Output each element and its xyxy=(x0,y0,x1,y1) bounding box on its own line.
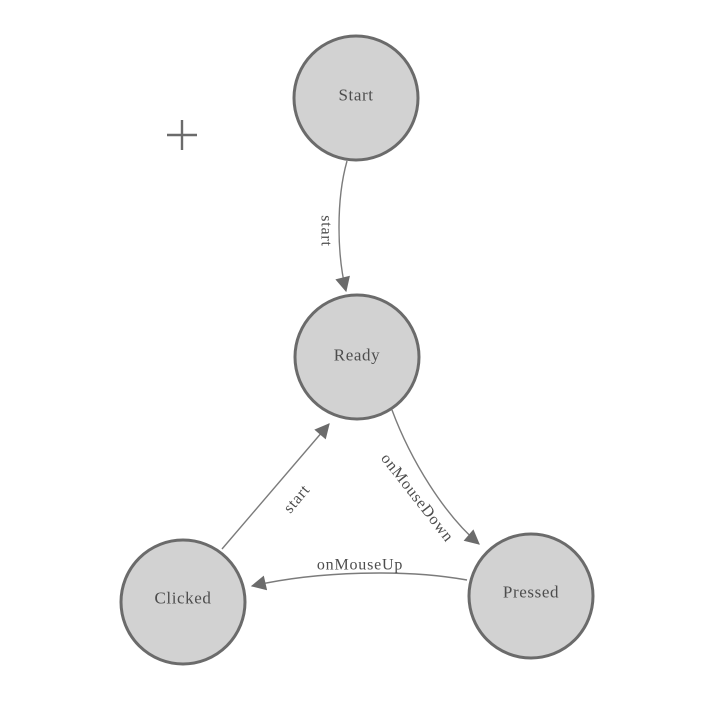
transition-label-clicked-to-ready: start xyxy=(280,481,313,516)
state-label-pressed: Pressed xyxy=(503,583,559,602)
state-label-start: Start xyxy=(338,86,373,105)
state-circle-ready[interactable] xyxy=(293,293,421,421)
state-circle-pressed[interactable] xyxy=(467,532,595,660)
plus-crosshair-icon xyxy=(167,120,197,150)
state-node-ready[interactable]: Ready xyxy=(293,293,421,421)
transition-edge-clicked-to-ready[interactable] xyxy=(221,423,330,550)
transition-edge-start-to-ready[interactable] xyxy=(335,160,350,293)
transition-label-pressed-to-clicked: onMouseUp xyxy=(317,557,403,574)
states-layer: Start Ready Pressed Clicked xyxy=(119,34,595,666)
state-label-ready: Ready xyxy=(334,346,380,365)
transition-label-start-to-ready: start xyxy=(318,215,335,247)
transition-edge-ready-to-pressed[interactable] xyxy=(391,409,480,545)
state-node-start[interactable]: Start xyxy=(292,34,420,162)
state-circle-clicked[interactable] xyxy=(119,538,247,666)
state-circle-start[interactable] xyxy=(292,34,420,162)
state-node-clicked[interactable]: Clicked xyxy=(119,538,247,666)
state-label-clicked: Clicked xyxy=(154,589,211,608)
transition-edge-pressed-to-clicked[interactable] xyxy=(250,572,468,591)
state-node-pressed[interactable]: Pressed xyxy=(467,532,595,660)
